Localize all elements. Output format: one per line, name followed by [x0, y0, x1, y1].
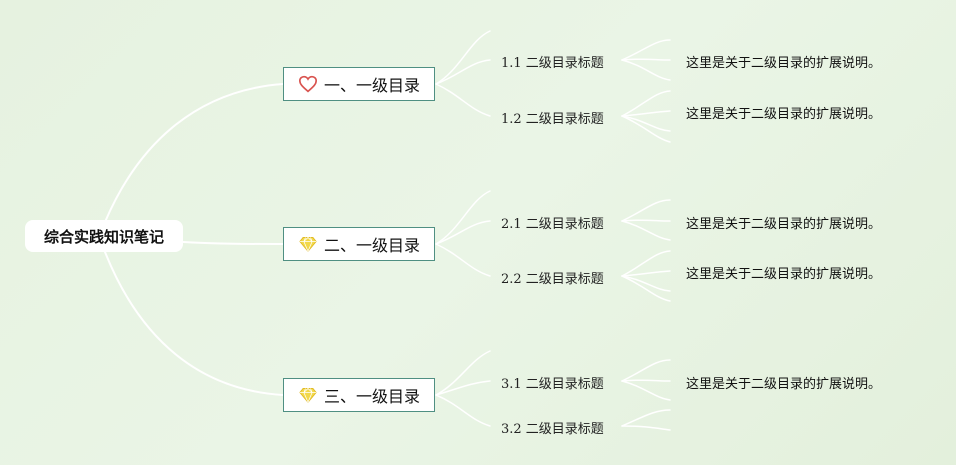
branch-node-3[interactable]: 三、一级目录	[283, 378, 435, 412]
branch-label: 一、一级目录	[323, 76, 420, 95]
sub-topic-2-1[interactable]: 2.1 二级目录标题	[501, 217, 604, 232]
root-title: 综合实践知识笔记	[43, 227, 164, 246]
branch-node-1[interactable]: 一、一级目录	[283, 67, 435, 101]
diamond-icon	[298, 235, 318, 253]
branch-node-2[interactable]: 二、一级目录	[283, 227, 435, 261]
branch-label: 三、一级目录	[323, 387, 420, 406]
sub-topic-2-2[interactable]: 2.2 二级目录标题	[501, 272, 604, 287]
diamond-icon	[298, 386, 318, 404]
note-1-1[interactable]: 这里是关于二级目录的扩展说明。	[686, 56, 882, 71]
sub-topic-3-2[interactable]: 3.2 二级目录标题	[501, 422, 604, 437]
branch-label: 二、一级目录	[323, 236, 420, 255]
sub-topic-3-1[interactable]: 3.1 二级目录标题	[501, 377, 604, 392]
root-node[interactable]: 综合实践知识笔记	[25, 220, 183, 252]
note-2-2[interactable]: 这里是关于二级目录的扩展说明。	[686, 267, 882, 282]
note-2-1[interactable]: 这里是关于二级目录的扩展说明。	[686, 217, 882, 232]
heart-icon	[298, 75, 318, 93]
sub-topic-1-2[interactable]: 1.2 二级目录标题	[501, 112, 604, 127]
sub-topic-1-1[interactable]: 1.1 二级目录标题	[501, 56, 604, 71]
note-1-2[interactable]: 这里是关于二级目录的扩展说明。	[686, 107, 882, 122]
note-3-1[interactable]: 这里是关于二级目录的扩展说明。	[686, 377, 882, 392]
